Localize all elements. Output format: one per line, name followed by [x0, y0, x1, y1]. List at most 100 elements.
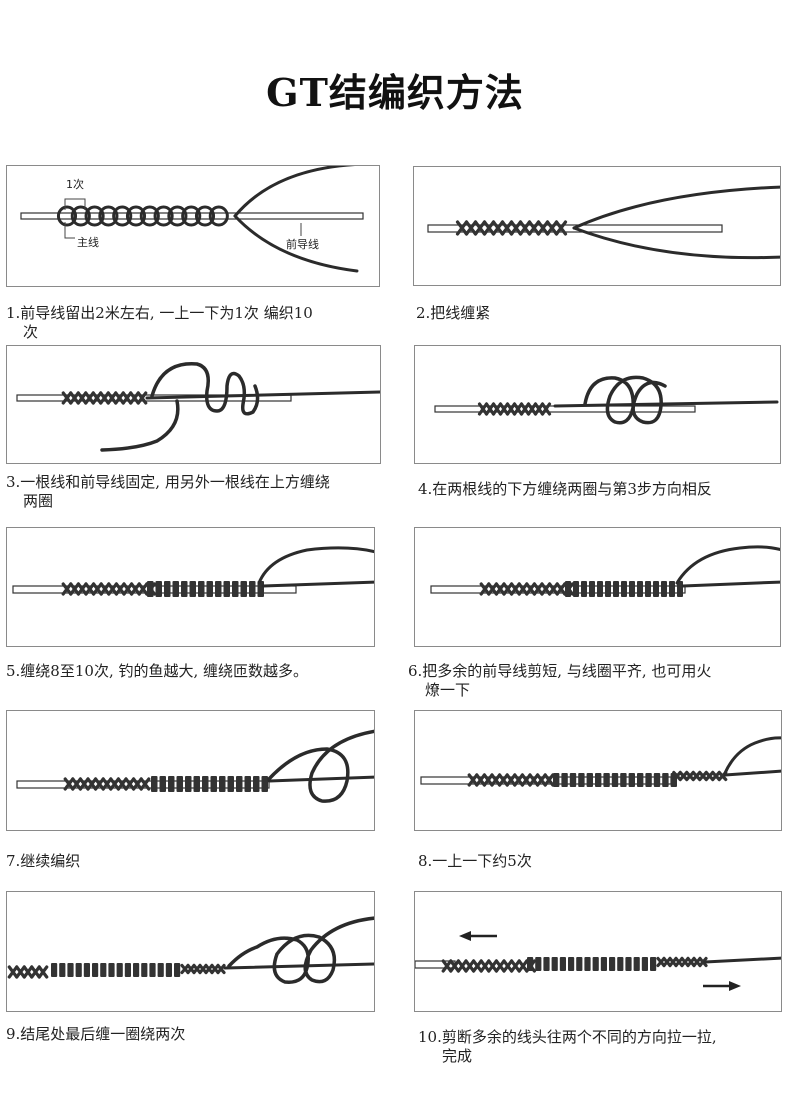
- step-2-caption-line1: 2.把线缠紧: [416, 304, 491, 322]
- tight-braid: [63, 777, 151, 791]
- braid-loop: [56, 205, 78, 227]
- main-line: [261, 580, 374, 588]
- step-10-diagram: [414, 891, 782, 1012]
- braid-loop: [208, 205, 229, 227]
- braid-cross: [464, 959, 476, 973]
- wrap-turn: [149, 963, 156, 977]
- step-6-caption-line1: 6.把多余的前导线剪短, 与线圈平齐, 也可用火: [408, 662, 712, 680]
- braid-cross: [698, 956, 708, 968]
- wraps: [51, 963, 181, 977]
- braid-cross: [526, 402, 538, 416]
- wrap-turn: [559, 957, 566, 971]
- braid-cross: [116, 777, 128, 791]
- braid-loop: [125, 205, 147, 227]
- braid-cross: [479, 959, 491, 973]
- step-5-caption: 5.缠绕8至10次, 钓的鱼越大, 缠绕匝数越多。: [6, 662, 391, 681]
- wrap-turn: [176, 776, 183, 792]
- braid-cross: [99, 582, 111, 596]
- wrap-turn: [172, 581, 179, 597]
- final-double-wrap: [227, 916, 374, 984]
- tight-braid: [7, 965, 49, 979]
- braid-cross: [121, 391, 133, 405]
- bracket-marks: [64, 198, 79, 239]
- step-6-illustration: [430, 545, 780, 597]
- braid-cross: [132, 777, 143, 791]
- wrap-turn: [603, 773, 610, 787]
- tight-braid: [455, 220, 568, 236]
- wrap-turn: [116, 963, 123, 977]
- step-8-caption-line1: 8.一上一下约5次: [418, 852, 532, 870]
- braid-cross: [502, 959, 514, 973]
- step-4-caption-line1: 4.在两根线的下方缠绕两圈与第3步方向相反: [418, 480, 712, 498]
- step-1-illustration: 1次 主线 前导线: [20, 166, 364, 273]
- braid-cross: [520, 773, 532, 787]
- wrap-turn: [227, 776, 234, 792]
- leader-line-bar: [20, 212, 364, 220]
- wrap-turn: [141, 963, 148, 977]
- wraps: [151, 776, 268, 792]
- braid-cross: [517, 959, 529, 973]
- wrap-turn: [581, 581, 587, 597]
- step-6-caption: 6.把多余的前导线剪短, 与线圈平齐, 也可用火 燎一下: [408, 662, 790, 700]
- wrap-turn: [613, 581, 619, 597]
- braid-cross: [491, 220, 505, 236]
- braid-cross: [91, 391, 103, 405]
- braid-cross: [464, 220, 478, 236]
- braid-cross: [71, 777, 82, 791]
- braid-cross: [106, 391, 118, 405]
- main-line-lower: [572, 226, 780, 260]
- wrap-turn: [645, 773, 652, 787]
- wrap-turn: [650, 957, 657, 971]
- tag-end: [723, 736, 781, 775]
- wrap-turn: [677, 581, 683, 597]
- braid-cross: [494, 582, 506, 596]
- wrap-turn: [662, 773, 669, 787]
- braid-cross: [540, 582, 552, 596]
- wrap-turn: [51, 963, 58, 977]
- braid-cross: [114, 582, 126, 596]
- braid-cross: [92, 582, 103, 596]
- braid-cross: [502, 582, 514, 596]
- wrap-turn: [578, 773, 585, 787]
- wrap-turn: [629, 581, 635, 597]
- braid-cross: [479, 582, 491, 596]
- braid-cross: [532, 582, 544, 596]
- braid-loops: [56, 205, 229, 227]
- wraps: [565, 581, 683, 597]
- wrap-turn: [543, 957, 550, 971]
- braid-loop: [267, 729, 374, 803]
- braid-cross: [449, 959, 460, 973]
- wrap-line-tail: [257, 546, 374, 585]
- braid-cross: [482, 220, 496, 236]
- braid-cross: [475, 773, 486, 787]
- wrap-turn: [232, 581, 239, 597]
- wrap-turn: [193, 776, 200, 792]
- label-leader-line: 前导线: [286, 237, 319, 251]
- braid-cross: [510, 582, 521, 596]
- step-1-caption: 1.前导线留出2米左右, 一上一下为1次 编织10 次: [6, 304, 386, 342]
- braid-cross: [94, 777, 105, 791]
- braid-cross: [139, 777, 151, 791]
- braid-cross: [216, 963, 226, 975]
- wrap-turn: [168, 776, 175, 792]
- braid-cross: [78, 777, 90, 791]
- step-6-diagram: [414, 527, 781, 647]
- braid-cross: [536, 773, 547, 787]
- braid-cross: [510, 959, 521, 973]
- wrap-turn: [59, 963, 66, 977]
- braid-cross: [482, 773, 494, 787]
- wrap-turn: [653, 773, 661, 787]
- braid-cross: [543, 773, 555, 787]
- braid-cross: [540, 402, 552, 416]
- main-line: [553, 400, 779, 408]
- step-5-illustration: [12, 546, 374, 597]
- main-line: [223, 962, 374, 970]
- wrap-turn: [189, 581, 196, 597]
- wrap-turn: [133, 963, 140, 977]
- page-title: GT结编织方法: [266, 70, 524, 115]
- main-line: [267, 775, 374, 783]
- braid-cross: [61, 582, 73, 596]
- tight-braid: [61, 391, 148, 405]
- wrap-turn: [164, 581, 171, 597]
- wrap-turn: [620, 773, 627, 787]
